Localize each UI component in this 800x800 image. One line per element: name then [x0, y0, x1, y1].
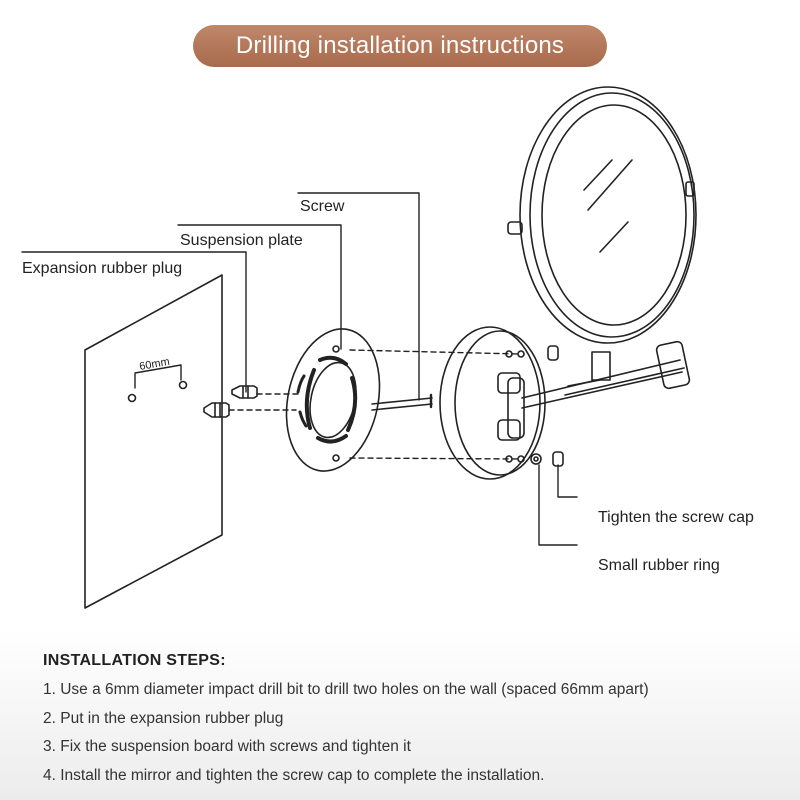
rubber-ring-icon: [530, 453, 542, 465]
step-item: 3. Fix the suspension board with screws …: [43, 738, 411, 755]
mirror-icon: [507, 86, 697, 344]
step-item: 1. Use a 6mm diameter impact drill bit t…: [43, 681, 649, 698]
label-rubber-ring: Small rubber ring: [598, 557, 720, 574]
steps-heading: INSTALLATION STEPS:: [43, 652, 226, 669]
wall-panel: [84, 274, 223, 609]
mirror-arm: [521, 340, 691, 409]
steps-panel: [0, 630, 800, 800]
expansion-plug-icon: [203, 385, 258, 418]
suspension-plate-icon: [285, 328, 381, 472]
label-expansion-plug: Expansion rubber plug: [22, 260, 182, 277]
label-screw-cap: Tighten the screw cap: [598, 509, 754, 526]
label-screw: Screw: [300, 198, 345, 215]
label-suspension-plate: Suspension plate: [180, 232, 303, 249]
step-item: 4. Install the mirror and tighten the sc…: [43, 766, 545, 784]
mirror-base: [439, 326, 546, 480]
screw-cap-icon: [547, 345, 564, 467]
alignment-lines: [228, 349, 521, 460]
page-title: Drilling installation instructions: [193, 25, 607, 67]
spacing-label: 60mm: [138, 356, 170, 373]
leader-lines: [21, 192, 578, 546]
step-item: 2. Put in the expansion rubber plug: [43, 709, 284, 727]
steps-list: 1. Use a 6mm diameter impact drill bit t…: [43, 680, 649, 794]
screw-icon: [371, 393, 433, 411]
